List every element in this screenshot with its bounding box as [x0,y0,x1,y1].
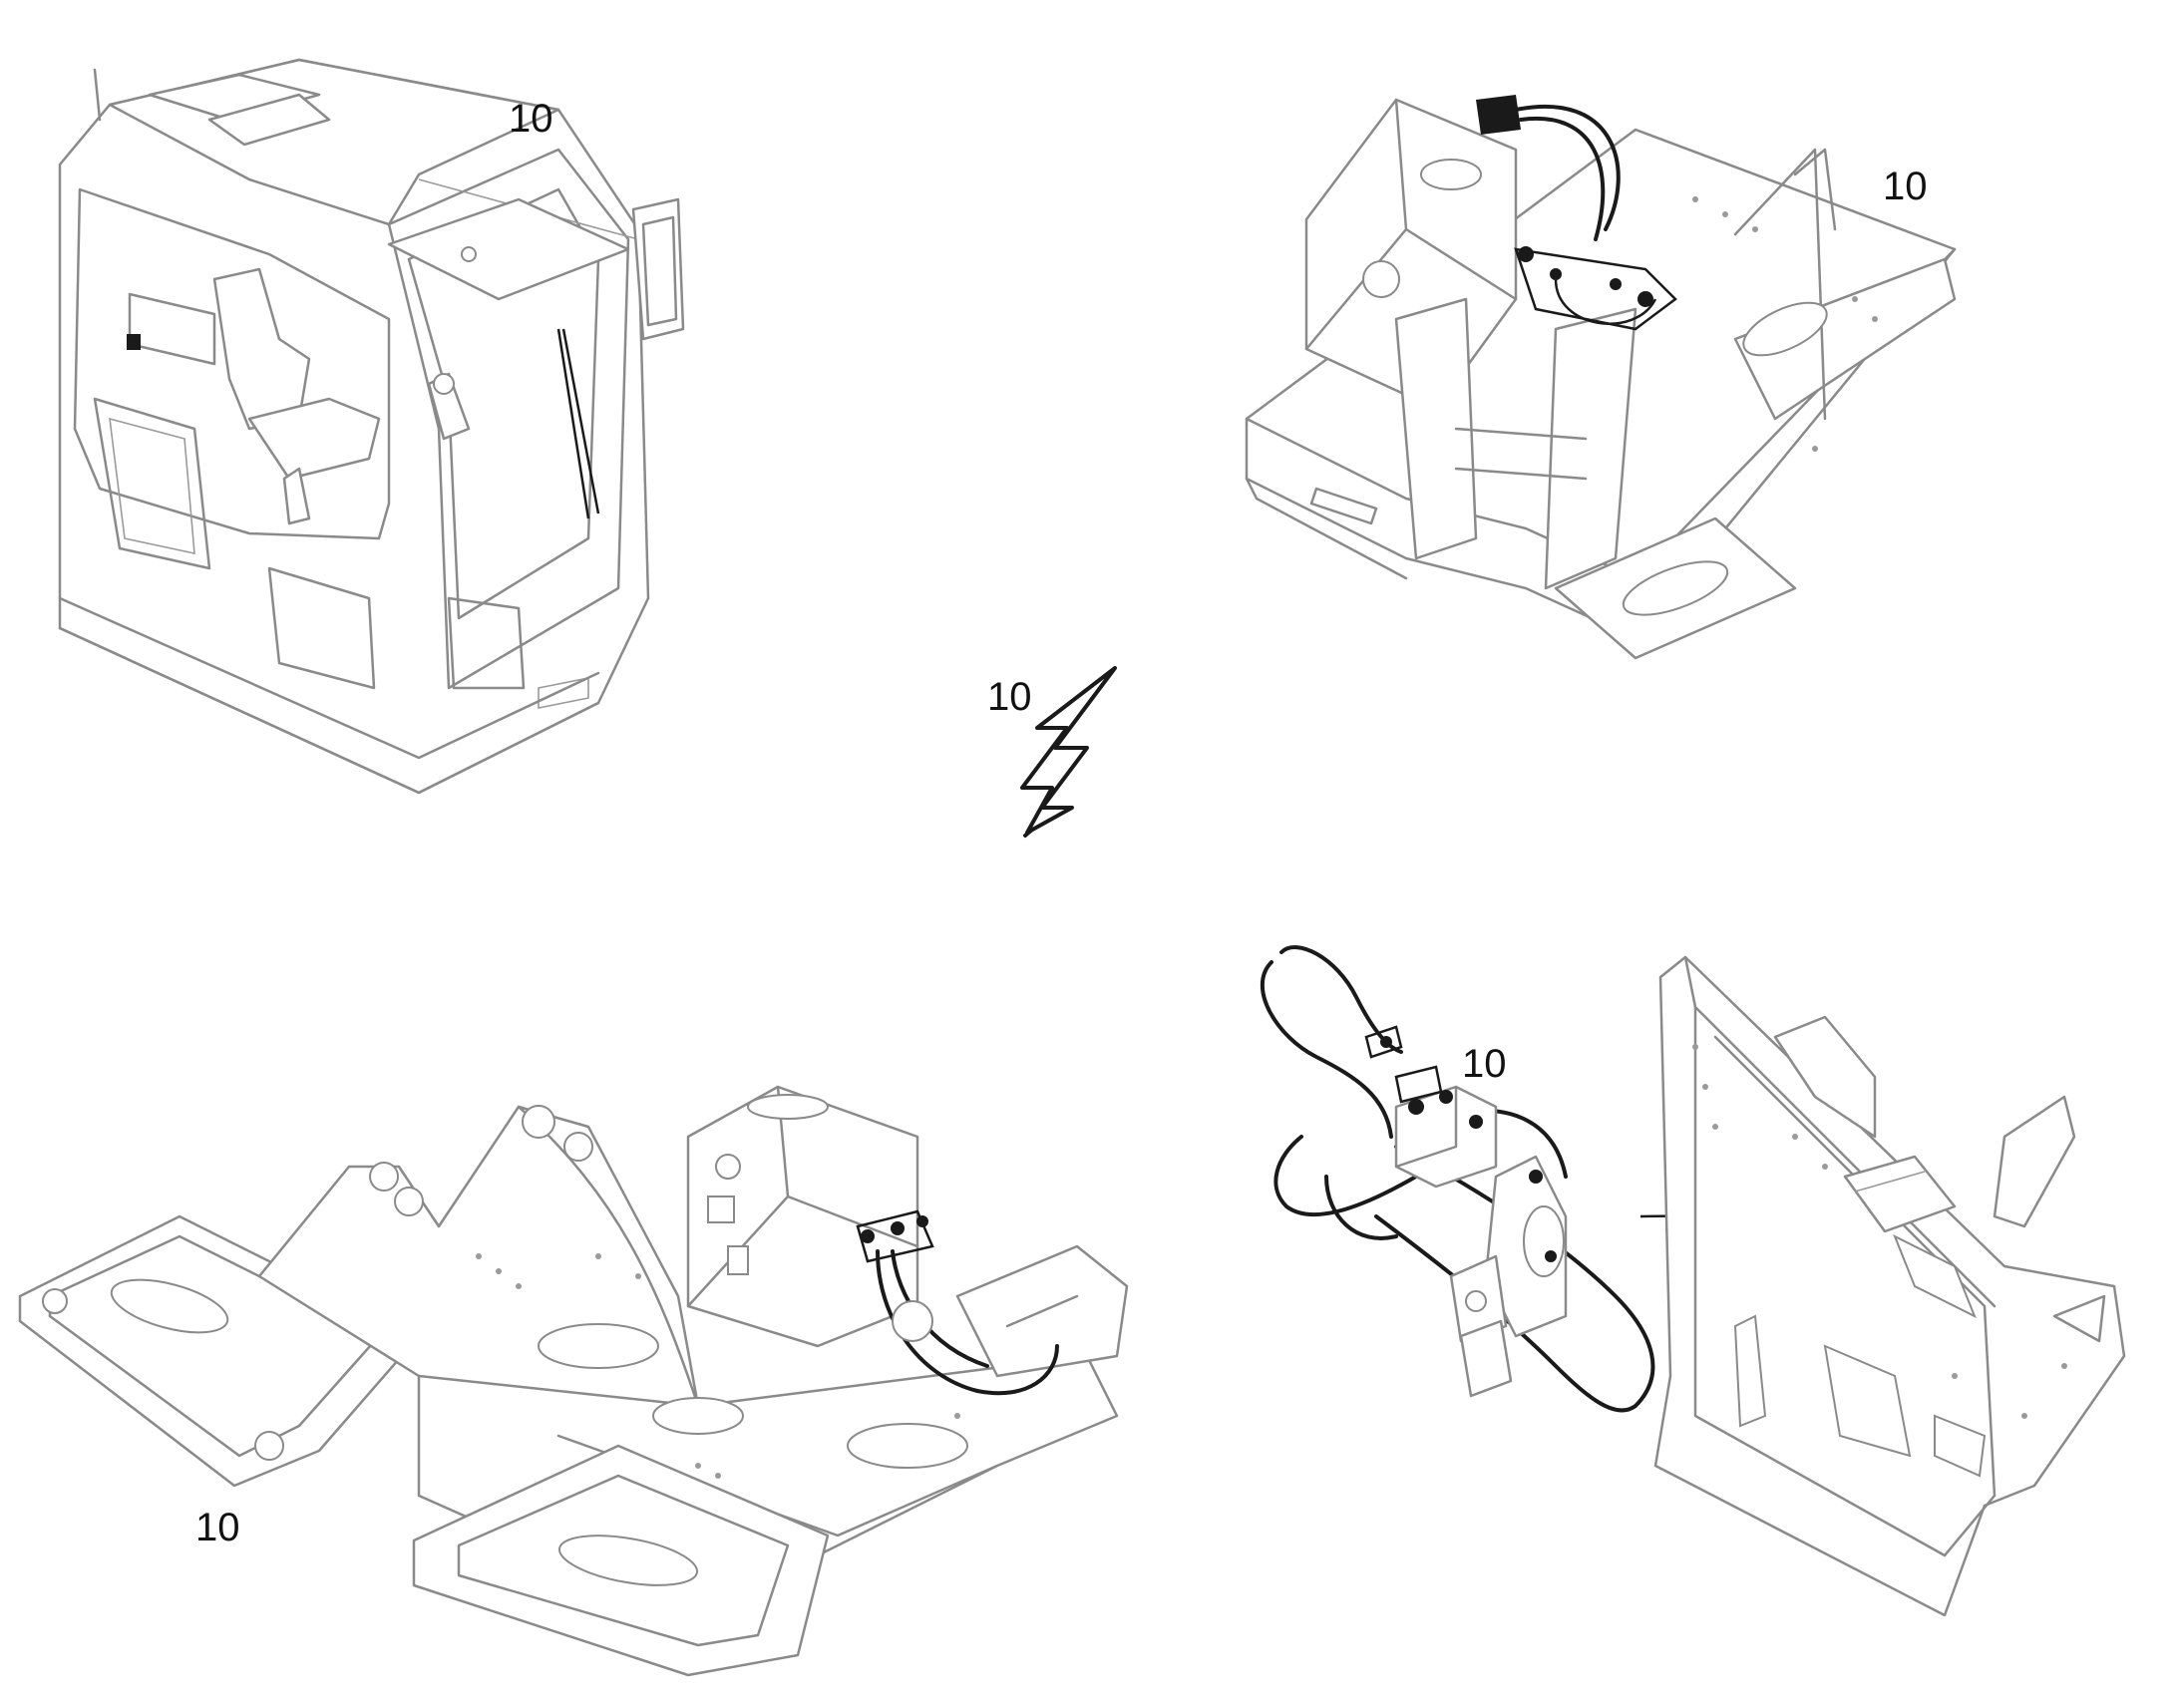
callout-cab: 10 [509,97,553,141]
callout-lower-frame: 10 [195,1506,240,1549]
callout-hydraulic-unit: 10 [1462,1042,1507,1086]
mounting-bracket [1639,955,2126,1617]
callout-electrical-symbol: 10 [987,675,1032,719]
lightning-bolt-icon: 10 [987,666,1117,838]
callout-upper-structure: 10 [1883,165,1928,208]
lower-frame-assembly: 10 [18,1085,1129,1677]
upper-structure-assembly: 10 [1245,95,1957,660]
operator-cab: 10 [58,58,685,795]
hydraulic-valve-assembly: 10 [1260,945,1655,1413]
